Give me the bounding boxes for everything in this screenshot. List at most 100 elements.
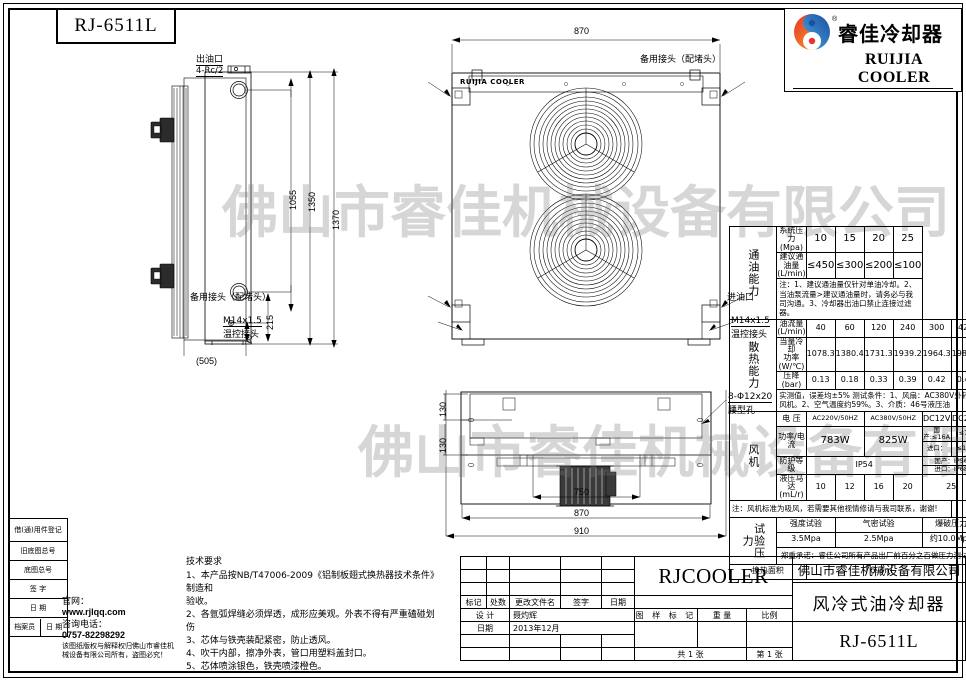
tech-line-0: 1、本产品按NB/T47006-2009《铝制板翅式换热器技术条件》制造和 [186,571,435,595]
tech-line-4: 4、吹干内部，擦净外表，管口用塑料盖封口。 [186,649,372,660]
archive-row-3: 签 字 [8,579,68,599]
spec-row-hyd-motor: 液压马达 (mL/r) 10 12 16 20 25 [730,473,966,501]
archivist-label: 档案员 [9,618,42,636]
archive-row-2: 底图总号 [8,560,68,580]
specification-table: 通油能力 系统压力 (Mpa) 10 15 20 25 建议通油量 (L/min… [728,225,966,580]
spec-fan-dc-dom2: ≤7A [950,425,966,442]
logo-english-name: RUIJIA COOLER [857,51,931,86]
date-label: 日期 [460,621,510,635]
dim-bottom-870: 870 [574,508,590,518]
archive-row-5: 档案员 日 期 [8,617,68,637]
title-brand: RJCOOLER [634,556,793,596]
spec-drop-v4: 0.42 [921,371,952,390]
spec-power-v0: 1078.3 [805,336,836,373]
spec-flow-v3: ≤100 [892,252,923,280]
spec-voltage-v0: AC220V/50HZ [805,410,865,427]
spec-test-v0: 3.5Mpa [776,531,836,548]
spec-voltage-v2: DC12V [921,410,952,427]
label-spare-port-bottom: 备用接头（配堵头） [190,293,272,303]
spec-drop-v2: 0.33 [863,371,894,390]
tech-line-3: 3、芯体与铁壳装配紧密，防止透风。 [186,636,336,647]
spec-row-cooling-power: 当量冷却 功率(W/℃) 1078.3 1380.4 1731.3 1939.2… [730,336,966,373]
rev-h4: 日期 [601,595,635,609]
spec-test-h1: 气密试验 [834,516,923,533]
spec-ip-dom-imp: 国产：IP56 进口：IP68 [921,455,966,475]
website-label: 官网： [62,597,90,607]
dim-bottom-750: 750 [574,487,590,497]
dim-side-1370: 1370 [331,209,341,230]
phone-number[interactable]: 0757-82298292 [62,630,126,640]
ruijia-mark-icon [789,11,835,53]
archive-column: 借(通)用件登记 旧底图总号 底图总号 签 字 日 期 档案员 日 期 [8,518,68,637]
tech-line-1: 验收。 [186,597,214,608]
spec-motor-v0: 10 [805,473,836,501]
spec-ip-value: IP54 [805,455,923,475]
spec-power-v3: 1939.2 [892,336,923,373]
spec-oilflow-v4: 300 [921,318,952,338]
sheet-no: 第 1 张 [746,647,793,661]
design-label: 设 计 [460,608,510,622]
company-logo: ® 睿佳冷却器 RUIJIA COOLER 专业生产大流量、高脉冲的耐用冷却器 … [784,8,962,92]
spec-motor-v3: 20 [892,473,923,501]
rev-h0: 标记 [460,595,487,609]
logo-divider [793,88,953,89]
part-number-text: RJ-6511L [74,15,158,36]
dim-bottom-130b: 130 [438,437,448,453]
tech-title: 技术要求 [186,557,223,567]
spec-row-fan-voltage: 风机 电 压 AC220V/50HZ AC380V/50HZ DC12V DC2… [728,410,966,501]
spec-row-test-headers: 试验压力 强度试验 气密试验 爆破压力 [728,516,966,565]
spec-row-fan-power: 功率/电流 783W 825W 国产:≤16A ≤7A [730,425,966,457]
spec-voltage-header: 电 压 [776,410,807,427]
archive-row-0: 借(通)用件登记 [8,518,68,542]
label-thermo-left: M14x1.5 温控接头 [223,316,262,340]
spec-fan-note: 注：风机标准为吸风，若需要其他视情修请与我司联系，谢谢! [729,499,952,518]
spec-oil-capacity-note: 注：1、建议通油量仅针对单油冷却。2、当油泵流量>建议通油量时，请务必与我司沟通… [776,278,923,320]
sheets-total: 共 1 张 [634,647,747,661]
website-url[interactable]: www.rjlqq.com [62,607,126,617]
spec-oilflow-header: 油流量 (L/min) [776,318,807,338]
spec-flow-v1: ≤300 [834,252,865,280]
spec-system-pressure-header: 系统压力 (Mpa) [776,225,807,254]
archive-row-1: 旧底图总号 [8,541,68,561]
spec-row-system-pressure: 通油能力 系统压力 (Mpa) 10 15 20 25 [728,225,966,320]
spec-heat-note: 实测值，误差均±5% 测试条件：1、风扇：AC380V外转子风机。2、空气温度约… [776,388,966,412]
scale-label: 比例 [746,608,793,622]
spec-drop-v3: 0.39 [892,371,923,390]
spec-row-test-values: 3.5Mpa 2.5Mpa 约10.0Mpa [730,531,966,548]
spec-fanpower-header: 功率/电流 [776,425,807,457]
spec-fan-dc-dom: 国产:≤16A [921,425,952,442]
logo-chinese-name: 睿佳冷却器 [838,21,943,46]
spec-power-v4: 1964.3 [921,336,952,373]
spec-oilflow-v0: 40 [805,318,836,338]
spec-test-h2: 爆破压力 [921,516,966,533]
spec-drop-v1: 0.18 [834,371,865,390]
spec-motor-v2: 16 [863,473,894,501]
mark-label: 图 样 标 记 [634,608,698,622]
spec-drop-header: 压降 (bar) [776,371,807,390]
spec-drop-v5: 0.49 [950,371,966,390]
spec-oilflow-v2: 120 [863,318,894,338]
spec-power-header: 当量冷却 功率(W/℃) [776,336,807,373]
spec-power-v1: 1380.4 [834,336,865,373]
dim-bottom-910: 910 [574,526,590,536]
archivist-date-label: 日 期 [46,623,63,631]
part-number-tag: RJ-6511L [56,8,176,44]
rev-h2: 更改文件名 [509,595,561,609]
dim-side-1350: 1350 [307,191,317,212]
spec-test-v1: 2.5Mpa [834,531,923,548]
dim-side-215: 215 [265,314,275,330]
title-model: RJ-6511L [792,621,966,661]
spec-motor-v4: 25 [921,473,966,501]
spec-ip-header: 防护等级 [776,455,807,475]
spec-oilflow-v3: 240 [892,318,923,338]
spec-flow-v2: ≤200 [863,252,894,280]
spec-test-h0: 强度试验 [776,516,836,533]
spec-voltage-v1: AC380V/50HZ [863,410,923,427]
spec-row-fan-power-2: 进口： ≤17A [730,440,966,457]
spec-fan-dc-imp2: ≤17A [950,440,966,457]
spec-oil-capacity-label: 通油能力 [728,226,778,320]
spec-fanpower-v1: 783W [805,425,865,457]
spec-drop-v0: 0.13 [805,371,836,390]
